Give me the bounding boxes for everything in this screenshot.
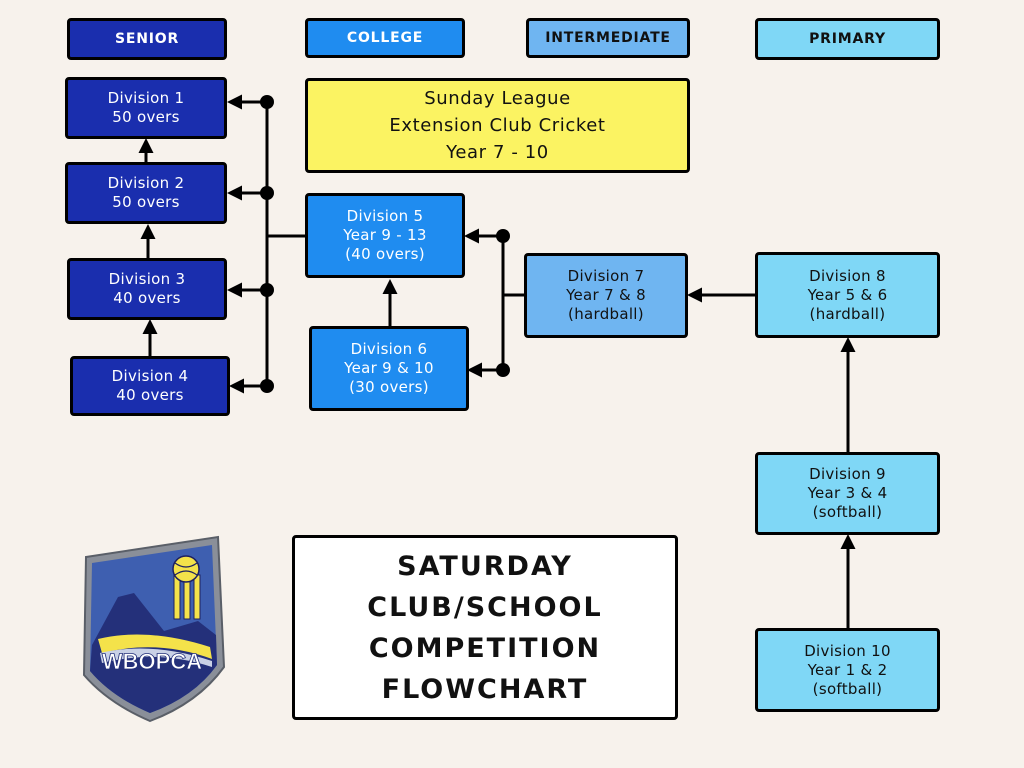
sunday-league-line: Extension Club Cricket [389, 115, 606, 136]
division-name: Division 5 [346, 207, 424, 225]
sunday-league-box: Sunday League Extension Club Cricket Yea… [305, 78, 690, 173]
division-name: Division 1 [107, 89, 185, 107]
junction-dot [260, 95, 274, 109]
header-college: COLLEGE [305, 18, 465, 58]
division-detail: (30 overs) [349, 378, 429, 396]
division-name: Division 7 [567, 267, 645, 285]
header-senior-label: SENIOR [114, 31, 180, 47]
header-intermediate-label: INTERMEDIATE [545, 30, 671, 46]
division-detail: (softball) [812, 503, 883, 521]
junction-dot [260, 186, 274, 200]
division-name: Division 8 [809, 266, 886, 285]
title-line: SATURDAY [397, 550, 573, 582]
junction-dot [496, 363, 510, 377]
division-name: Division 2 [107, 174, 185, 192]
junction-dot [260, 283, 274, 297]
division-name: Division 9 [809, 465, 886, 483]
division-detail: 40 overs [116, 386, 184, 404]
wbopca-logo: WBOPCA [82, 535, 226, 723]
title-line: COMPETITION [368, 632, 602, 664]
flowchart-title-box: SATURDAY CLUB/SCHOOL COMPETITION FLOWCHA… [292, 535, 678, 720]
header-primary: PRIMARY [755, 18, 940, 60]
division-years: Year 7 & 8 [566, 286, 646, 304]
header-primary-label: PRIMARY [809, 31, 886, 47]
division-name: Division 3 [108, 270, 186, 288]
title-line: FLOWCHART [381, 673, 589, 705]
division-detail: 40 overs [113, 289, 181, 307]
sunday-league-line: Sunday League [424, 88, 571, 109]
header-intermediate: INTERMEDIATE [526, 18, 690, 58]
division-years: Year 9 - 13 [343, 226, 427, 244]
division-years: Year 5 & 6 [807, 285, 888, 304]
logo-text: WBOPCA [102, 649, 202, 674]
division-name: Division 10 [804, 641, 891, 660]
division-detail: (hardball) [809, 304, 886, 323]
sunday-league-line: Year 7 - 10 [446, 142, 549, 163]
division-detail: 50 overs [112, 193, 180, 211]
division-name: Division 4 [111, 367, 189, 385]
division-detail: 50 overs [112, 108, 180, 126]
header-senior: SENIOR [67, 18, 227, 60]
title-line: CLUB/SCHOOL [367, 591, 603, 623]
junction-dot [496, 229, 510, 243]
division-years: Year 9 & 10 [344, 359, 434, 377]
division-years: Year 1 & 2 [807, 660, 888, 679]
division-years: Year 3 & 4 [807, 484, 888, 502]
division-detail: (softball) [812, 679, 883, 698]
header-college-label: COLLEGE [346, 30, 424, 46]
junction-dot [260, 379, 274, 393]
division-detail: (hardball) [568, 305, 644, 323]
division-detail: (40 overs) [345, 245, 425, 263]
division-name: Division 6 [350, 340, 428, 358]
